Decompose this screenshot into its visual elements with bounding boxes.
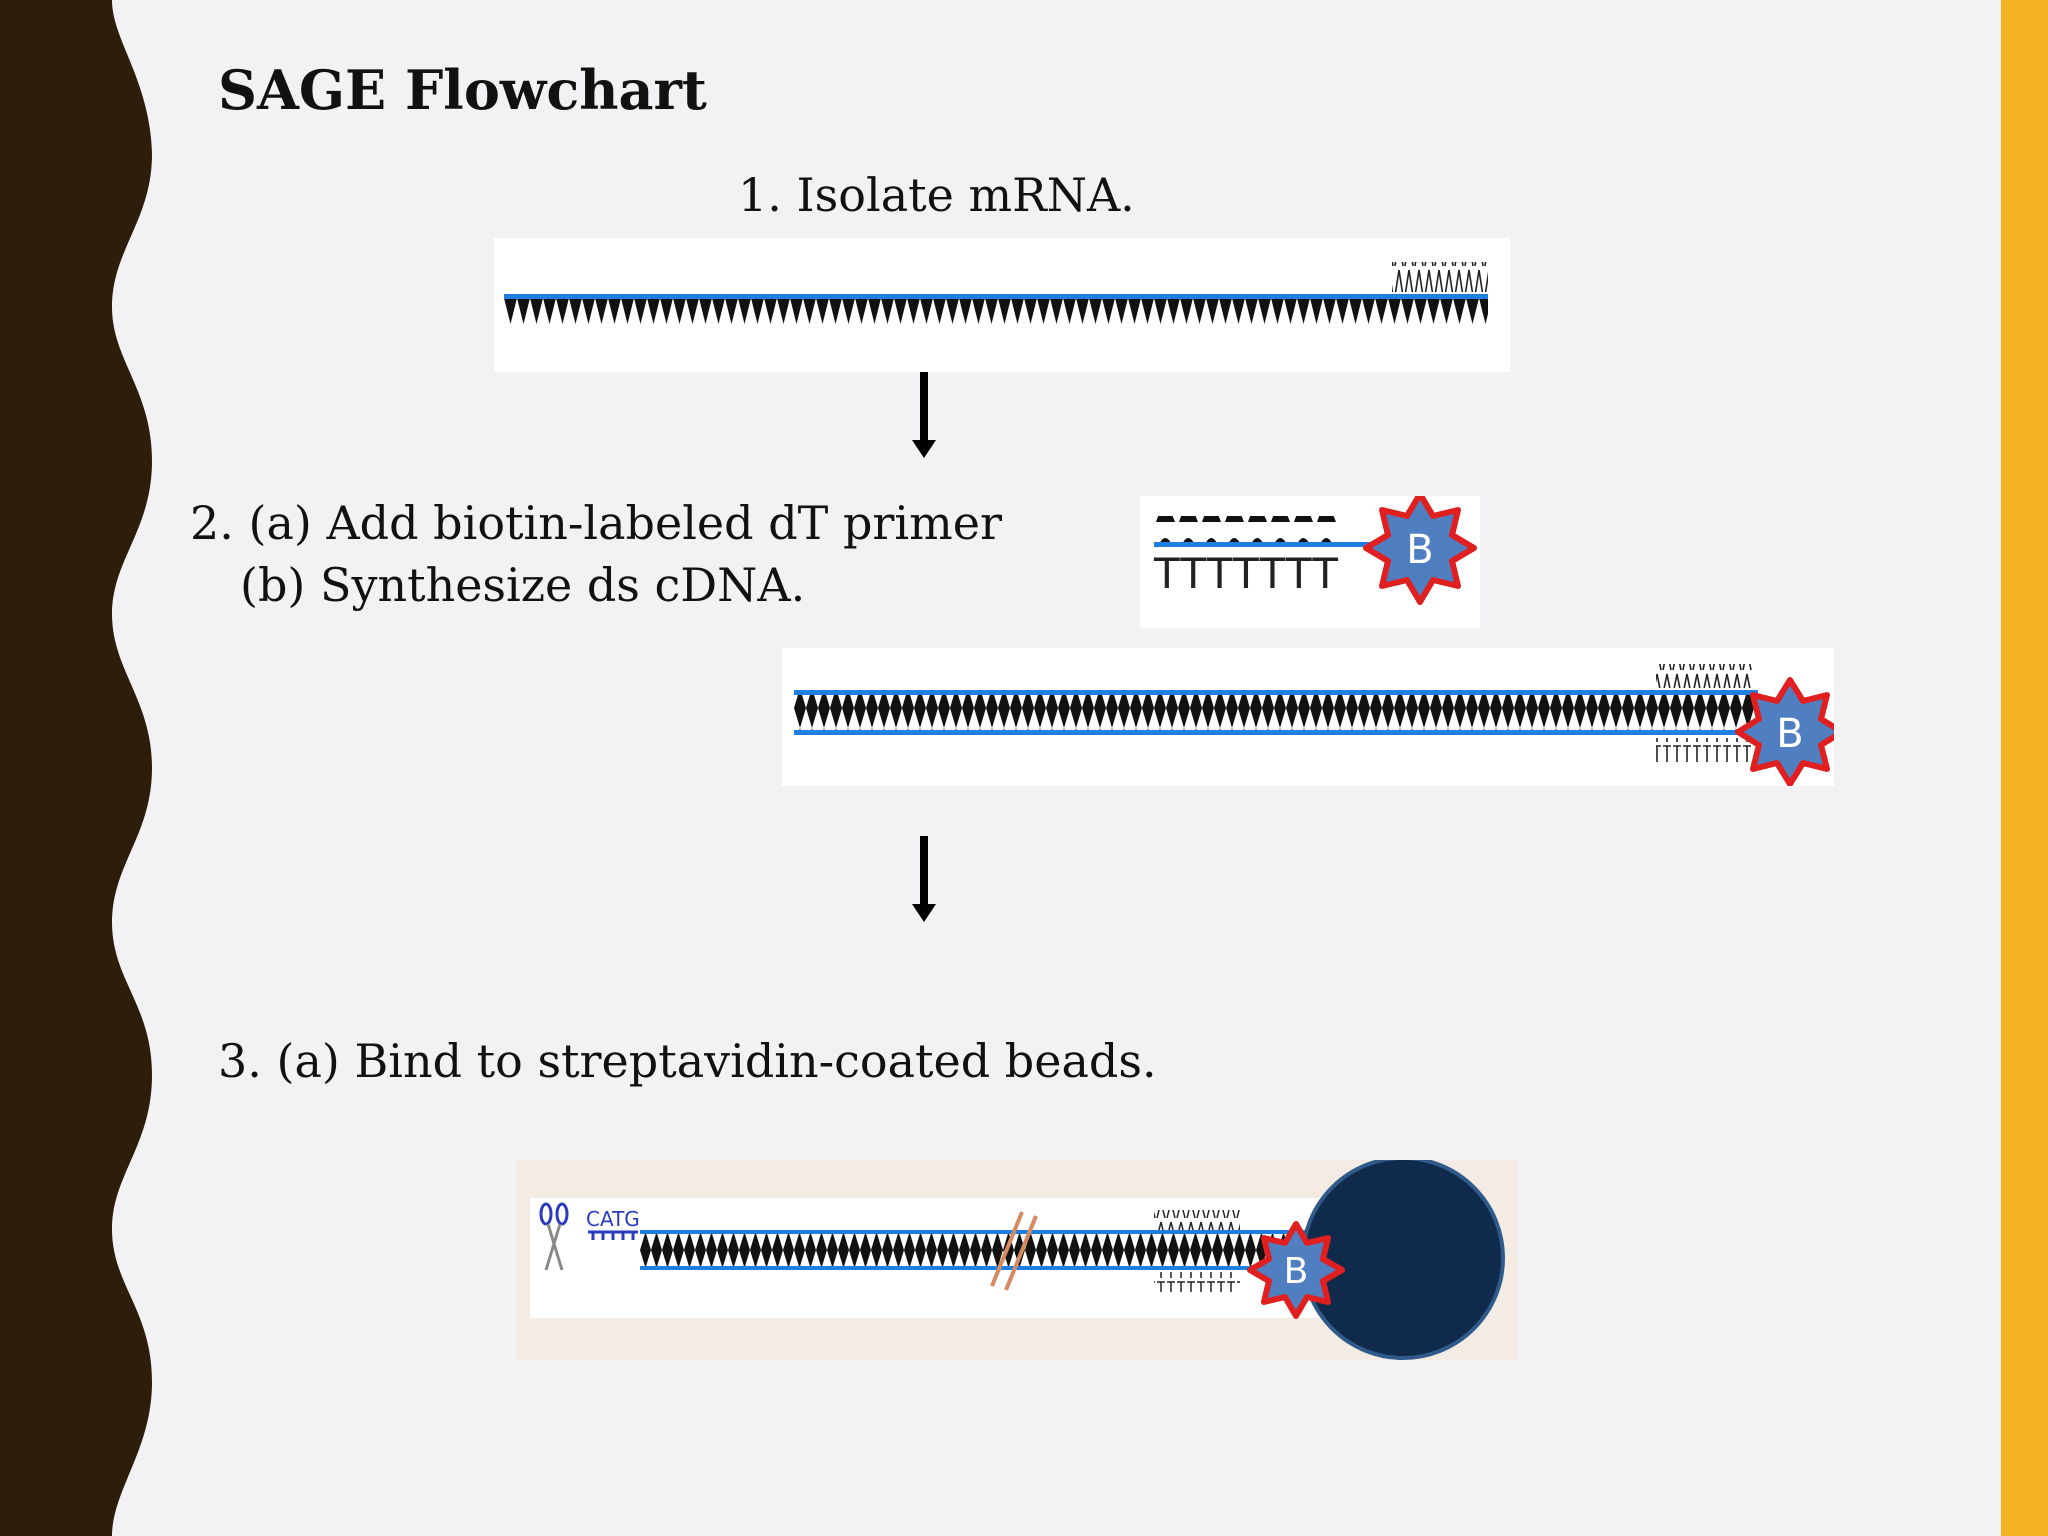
arrow-down-icon	[912, 372, 936, 458]
scissors-icon	[539, 1202, 569, 1271]
cdna-poly-t	[1656, 738, 1752, 762]
arrow-down-icon	[912, 836, 936, 922]
biotin-star-icon: B	[1735, 677, 1845, 787]
biotin-label: B	[1284, 1251, 1309, 1292]
right-accent-bar	[2001, 0, 2048, 1536]
catg-overhang	[588, 1230, 638, 1240]
primer-backbone	[1154, 542, 1376, 547]
cdna-top-backbone	[794, 690, 1758, 695]
cdna-bottom-backbone	[794, 730, 1758, 735]
slide-title: SAGE Flowchart	[218, 58, 707, 122]
wave-shape	[0, 0, 152, 1536]
poly-t-label: TTTTTTT	[1153, 549, 1338, 598]
bead-poly-t	[1154, 1272, 1240, 1292]
step-3-label: 3. (a) Bind to streptavidin-coated beads…	[218, 1034, 1157, 1088]
mrna-panel	[494, 238, 1510, 372]
step-1-label: 1. Isolate mRNA.	[738, 168, 1135, 222]
cdna-panel: B	[782, 648, 1845, 787]
step-2b-label: (b) Synthesize ds cDNA.	[240, 558, 806, 612]
bead-icon	[1301, 1156, 1505, 1360]
ds-cdna-figure: B	[794, 664, 1845, 787]
primer-panel: TTTTTTT B	[1140, 491, 1480, 628]
bead-binding-figure: CATG B	[530, 1156, 1505, 1360]
catg-label: CATG	[586, 1207, 640, 1231]
break-mark	[990, 1211, 1038, 1291]
biotin-star-icon: B	[1247, 1221, 1345, 1319]
bead-cdna-top-backbone	[640, 1230, 1378, 1234]
mrna-strand-figure	[504, 262, 1488, 324]
primer-bases	[1154, 516, 1338, 544]
ds-cdna-bases	[794, 692, 1754, 732]
base-teeth	[504, 296, 1488, 324]
bead-cdna-bottom-backbone	[640, 1266, 1378, 1270]
step-2a-label: 2. (a) Add biotin-labeled dT primer	[190, 496, 1002, 550]
biotin-primer-figure: TTTTTTT B	[1153, 491, 1477, 605]
biotin-star-icon: B	[1363, 491, 1477, 605]
left-wavy-band	[0, 0, 152, 1536]
bead-panel: CATG B	[516, 1156, 1518, 1360]
bead-poly-a	[1154, 1210, 1240, 1230]
biotin-label: B	[1406, 527, 1433, 573]
mrna-backbone	[504, 294, 1488, 299]
biotin-label: B	[1776, 711, 1803, 757]
cdna-poly-a	[1656, 664, 1752, 688]
poly-a-tail	[1392, 262, 1488, 292]
